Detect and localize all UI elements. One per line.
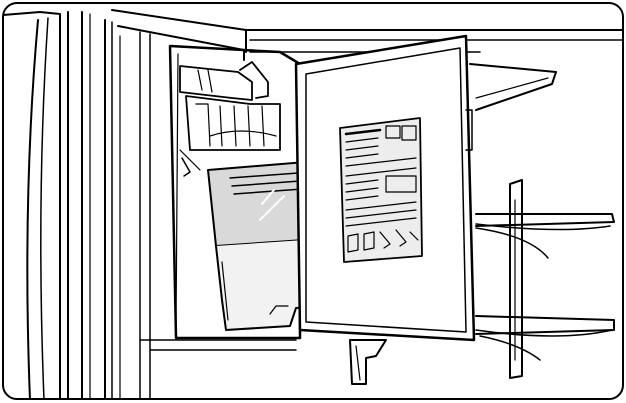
fridge-left-body bbox=[3, 11, 91, 399]
instruction-label-card bbox=[339, 117, 423, 263]
ice-maker bbox=[179, 61, 281, 177]
right-shelves bbox=[469, 63, 615, 379]
door-panel bbox=[104, 19, 297, 399]
lower-bracket bbox=[349, 339, 387, 385]
cabinet-top bbox=[111, 9, 623, 53]
